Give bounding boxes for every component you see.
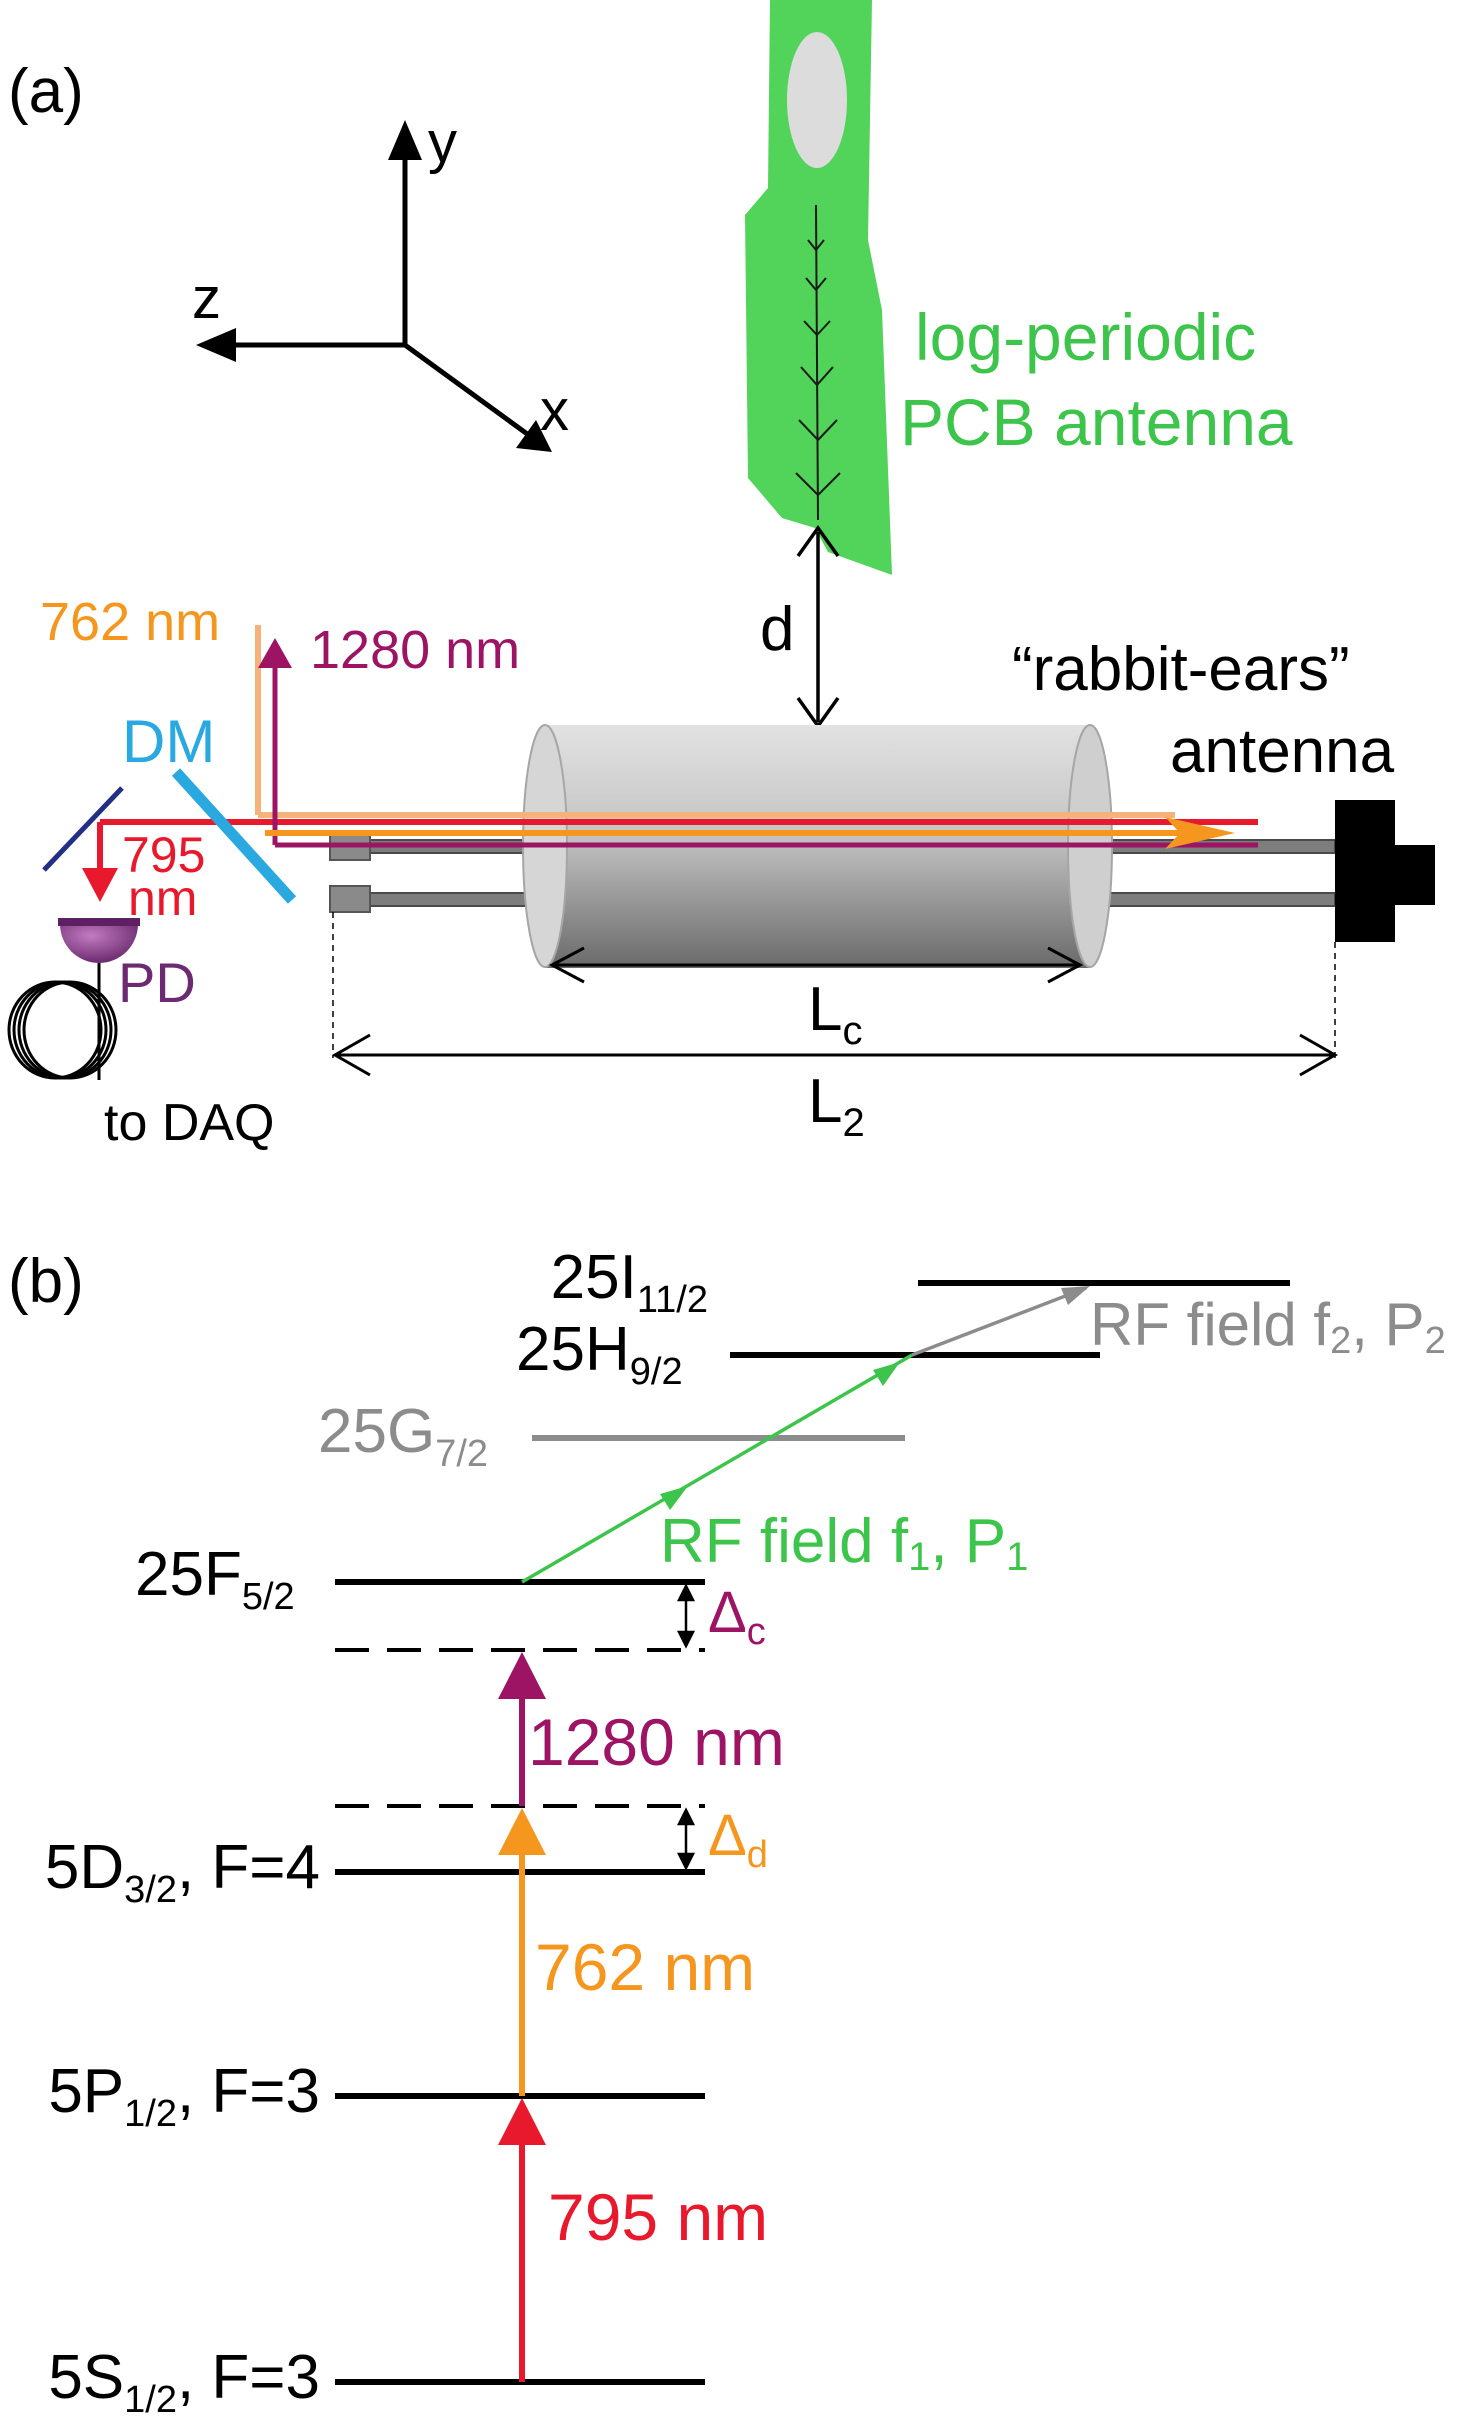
label-5s: 5S1/2, F=3 <box>48 2343 320 2421</box>
label-5p: 5P1/2, F=3 <box>48 2057 320 2135</box>
daq-label: to DAQ <box>104 1094 275 1152</box>
rf1-arrowhead-1 <box>660 1486 688 1510</box>
rod-cap-lower <box>329 885 371 913</box>
rf-transition-1 <box>521 1353 913 1584</box>
beam-762-label: 762 nm <box>40 592 220 652</box>
laser-beams <box>82 625 1258 902</box>
detuning-d-marker <box>676 1807 696 1871</box>
label-5d: 5D3/2, F=4 <box>45 1833 320 1911</box>
transition-762-label: 762 nm <box>535 1930 755 2004</box>
pcb-antenna-feedline <box>815 204 819 521</box>
pcb-antenna <box>745 0 892 575</box>
distance-d-arrow <box>796 524 840 730</box>
transition-1280-arrowhead <box>498 1652 546 1699</box>
rf2-arrowhead <box>1061 1286 1090 1305</box>
panel-b: (b) 25I11/2 25H9/2 25G7/2 25F5/2 5D3/2, … <box>8 1243 1446 2421</box>
axis-x-line <box>403 342 532 439</box>
coordinate-axes <box>228 148 532 439</box>
panel-b-label: (b) <box>8 1247 84 1316</box>
transition-1280 <box>498 1652 546 1806</box>
label-25g: 25G7/2 <box>318 1397 488 1475</box>
l2-label: L2 <box>808 1067 865 1145</box>
detuning-d-label: Δd <box>708 1803 768 1876</box>
rabbit-ears-label-line2: antenna <box>1170 717 1395 786</box>
detuning-c-marker <box>676 1583 696 1649</box>
label-25h: 25H9/2 <box>516 1315 683 1393</box>
beam-1280-label: 1280 nm <box>310 620 520 680</box>
mirror <box>42 786 124 872</box>
pcb-antenna-label-line2: PCB antenna <box>900 385 1293 459</box>
transition-1280-label: 1280 nm <box>528 1705 785 1779</box>
transition-795-arrowhead <box>498 2098 546 2145</box>
dichroic-mirror <box>171 768 297 904</box>
antenna-connector-body <box>1335 800 1395 942</box>
axis-z-arrowhead <box>196 328 236 362</box>
rabbit-ears-label-line1: “rabbit-ears” <box>1012 635 1350 704</box>
beam-795-arrowhead <box>82 868 118 902</box>
axis-y-label: y <box>428 110 457 175</box>
beam-1280-arrowhead <box>258 638 292 668</box>
photodiode <box>60 924 138 963</box>
lc-label: Lc <box>808 975 862 1053</box>
transition-762-arrowhead <box>498 1808 546 1855</box>
pcb-antenna-label-line1: log-periodic <box>915 300 1256 374</box>
beam-795-label-line2: nm <box>128 870 197 926</box>
label-25f: 25F5/2 <box>135 1540 295 1618</box>
rf-field-1-label: RF field f1, P1 <box>660 1507 1028 1579</box>
rf-transition-2 <box>911 1286 1090 1357</box>
distance-d-label: d <box>760 595 794 664</box>
axis-x-label: x <box>540 378 569 443</box>
pcb-mounting-hole <box>787 32 847 168</box>
panel-a: (a) y z x log-periodic <box>7 0 1435 1152</box>
pcb-antenna-elements <box>795 239 841 496</box>
photodiode-top <box>58 918 140 926</box>
transition-762 <box>498 1808 546 2096</box>
axis-z-label: z <box>192 266 221 331</box>
rf1-arrowhead-2 <box>873 1362 900 1386</box>
fiber-coil <box>7 963 118 1080</box>
antenna-connector-plug <box>1395 845 1435 905</box>
transition-795-label: 795 nm <box>548 2180 768 2254</box>
photodiode-label: PD <box>118 951 196 1014</box>
energy-levels <box>335 1280 1290 2385</box>
beam-762-arrowhead <box>1165 817 1235 849</box>
l2-dimension <box>331 912 1339 1077</box>
lc-dimension <box>548 946 1084 984</box>
transition-795 <box>498 2098 546 2382</box>
beam-795-label-line1: 795 <box>122 827 205 883</box>
panel-a-label: (a) <box>8 57 84 126</box>
axis-y-arrowhead <box>388 120 422 160</box>
rf-field-2-label: RF field f2, P2 <box>1090 1291 1446 1362</box>
detuning-c-label: Δc <box>708 1580 766 1653</box>
label-25i: 25I11/2 <box>551 1243 708 1321</box>
dichroic-mirror-label: DM <box>122 708 215 775</box>
axis-x-arrowhead <box>516 420 552 452</box>
